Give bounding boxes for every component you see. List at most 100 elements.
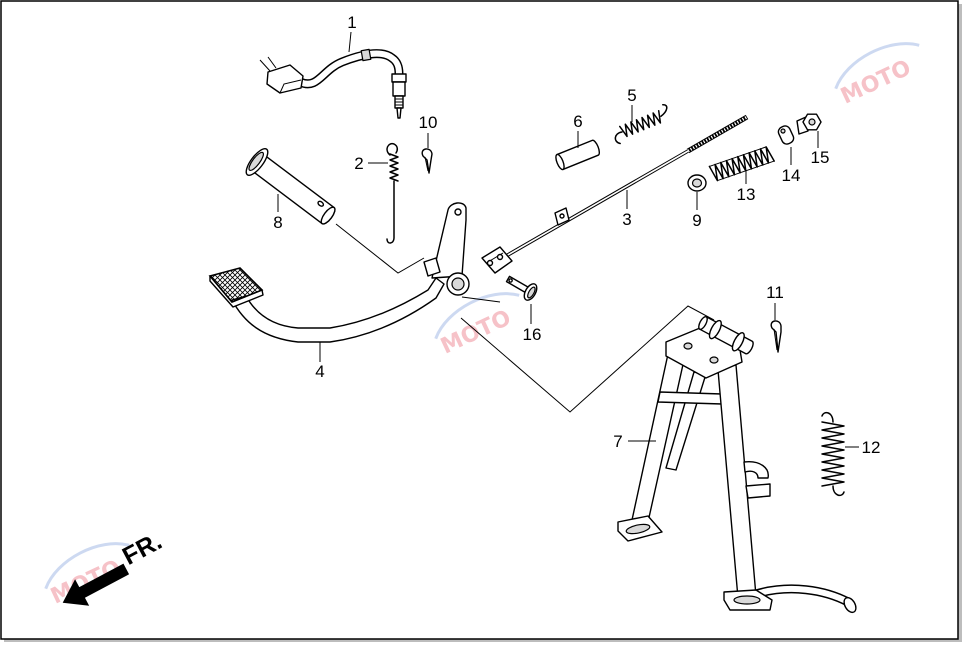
part-5-return-spring [614, 103, 668, 145]
callout-9: 9 [692, 211, 701, 230]
brake-rod-clip-hole [559, 213, 565, 219]
cotter-pin-split [424, 156, 429, 172]
main-stand-plate-hole [709, 356, 719, 364]
switch-plunger [396, 107, 402, 119]
pedal-pivot-bore [451, 277, 465, 291]
cotter-pin-split [773, 328, 778, 351]
pivot-tube-collar [708, 319, 722, 340]
pivot-tube-collar [731, 332, 745, 352]
switch-connector [266, 64, 304, 94]
callout-8: 8 [273, 213, 282, 232]
main-stand-left-foot-pad [625, 523, 651, 535]
sleeve-body [556, 139, 600, 171]
main-stand-pivot-tube [698, 315, 754, 355]
part-1-brake-light-switch [259, 48, 407, 119]
adjuster-spring-coil [708, 146, 775, 182]
part-7-main-stand [617, 315, 857, 614]
callout-4: 4 [315, 362, 324, 381]
pedal-arm [231, 277, 445, 343]
callout-1: 1 [347, 13, 356, 32]
return-spring-hook-right [660, 103, 668, 118]
callout-5: 5 [627, 86, 636, 105]
part-11-cotter-pin [770, 320, 782, 353]
pedal-lever-hole [454, 208, 462, 216]
callout-7: 7 [613, 432, 622, 451]
main-stand-right-foot-pad [733, 595, 761, 605]
part-14-joint-collar [777, 125, 795, 145]
cotter-pin-body [421, 148, 433, 174]
part-8-pivot-pin [245, 148, 336, 225]
part-9-washer [687, 174, 707, 192]
return-spring-hook-left [614, 131, 623, 145]
cotter-pin-body [770, 320, 782, 353]
part-13-adjuster-spring [708, 146, 775, 182]
main-stand-spring-hook-lower [745, 483, 771, 499]
part-16-clevis-pin [505, 275, 538, 301]
watermark-swoosh [44, 542, 130, 590]
callout-10: 10 [419, 113, 438, 132]
callout-11: 11 [766, 283, 784, 302]
part-10-cotter-pin [421, 148, 433, 174]
pedal-lever [431, 202, 467, 279]
pivot-pin-end [320, 206, 336, 225]
assembly-line-pedal-to-pin [461, 296, 501, 303]
stand-spring-top-hook [821, 411, 834, 423]
switch-wire-fill [297, 50, 402, 87]
pivot-tube-end [698, 315, 708, 331]
part-3-brake-rod [481, 114, 749, 274]
switch-body [392, 81, 406, 97]
stand-spring-coil [821, 421, 845, 487]
joint-collar-hole [780, 128, 786, 134]
sleeve-end [555, 153, 565, 171]
brake-rod-thread [687, 115, 748, 153]
front-arrow-icon [62, 563, 130, 606]
watermark-swoosh [434, 292, 520, 340]
washer-inner [691, 178, 703, 188]
callout-13: 13 [737, 185, 756, 204]
switch-wire-band [360, 48, 372, 62]
callout-15: 15 [811, 148, 830, 167]
callout-14: 14 [782, 166, 801, 185]
main-stand-cross-brace [657, 391, 723, 405]
part-2-switch-spring [386, 142, 399, 244]
clevis-pin-head-face [527, 286, 536, 299]
assembly-line-pedal-to-stand [460, 305, 715, 413]
part-6-sleeve [555, 139, 600, 171]
brake-rod-fill [505, 150, 689, 257]
leader-line-1 [348, 31, 352, 53]
pivot-pin-flange-face [248, 151, 264, 172]
leader-lines [277, 31, 859, 448]
adjusting-nut-bore [808, 118, 816, 126]
brake-rod-clevis-hole [496, 253, 504, 261]
assembly-line-pin-to-pedal [335, 223, 425, 274]
callout-labels: 1 2 3 4 5 6 7 8 9 10 11 12 13 14 15 16 [273, 13, 880, 457]
brake-rod-clevis-hole [486, 259, 494, 267]
main-stand-plate-hole [683, 342, 693, 350]
watermark-swoosh [834, 42, 920, 90]
callout-6: 6 [573, 112, 582, 131]
stand-spring-bottom-hook [832, 485, 845, 497]
part-12-stand-spring [821, 411, 845, 497]
callout-12: 12 [862, 438, 881, 457]
spring-rod [386, 180, 395, 244]
clevis-pin-hole [508, 278, 513, 283]
pivot-pin-hole [317, 200, 325, 207]
switch-connector-pins [259, 56, 302, 94]
part-4-brake-pedal [208, 202, 470, 343]
callout-2: 2 [354, 154, 363, 173]
main-stand-kick-arm-cap [843, 596, 857, 614]
main-stand-spring-hook-upper [743, 461, 769, 479]
callout-16: 16 [523, 325, 542, 344]
switch-hex [391, 73, 407, 83]
switch-thread-lines [395, 98, 403, 106]
spring-top-hook [386, 142, 399, 156]
callout-3: 3 [622, 210, 631, 229]
part-15-adjusting-nut [796, 113, 822, 135]
adjuster-spring-edge [709, 146, 775, 182]
pedal-bracket [423, 257, 441, 277]
main-stand-kick-arm-fill [753, 586, 851, 605]
pedal-pad [208, 267, 264, 303]
spring-coil [389, 153, 399, 182]
